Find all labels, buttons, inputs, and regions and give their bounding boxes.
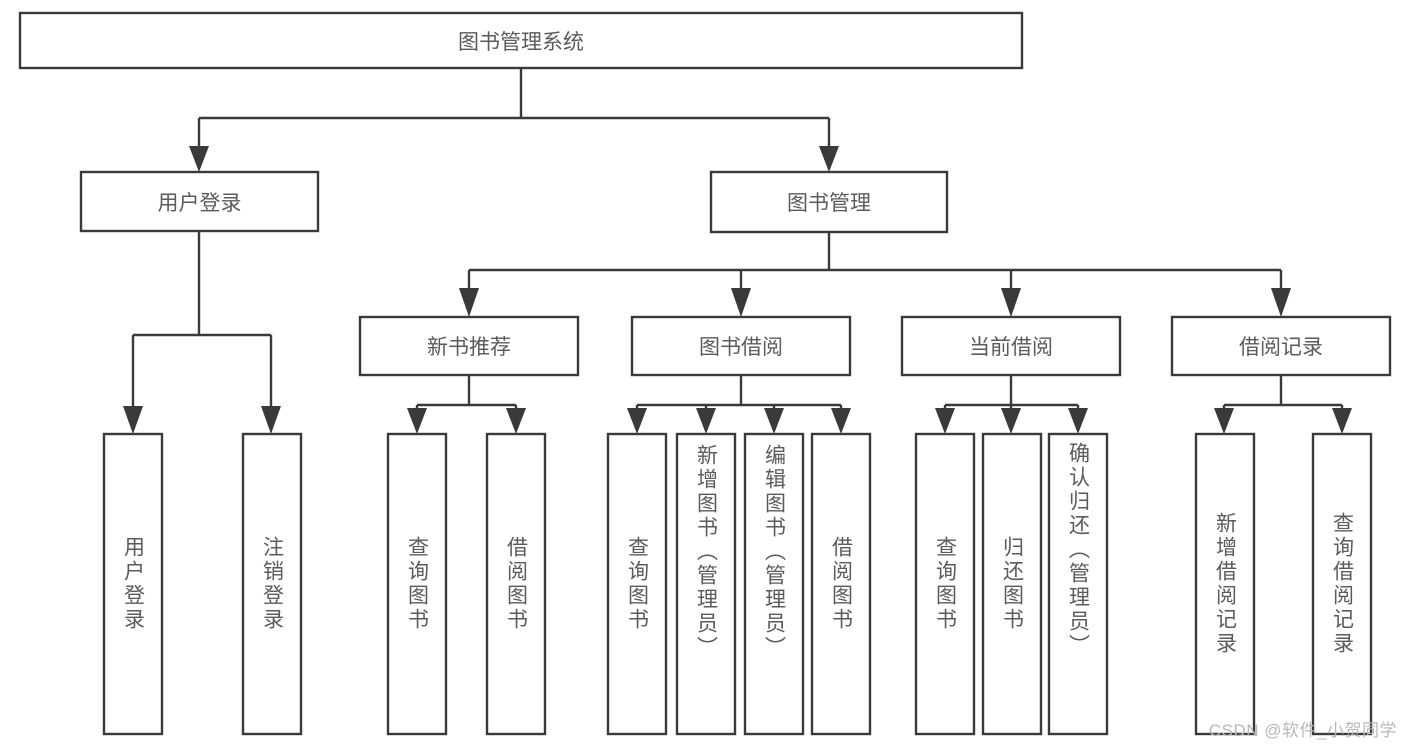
arrowhead-leaf-borrow-book-recommend	[506, 408, 526, 434]
node-box-borrow-record[interactable]	[1170, 315, 1392, 377]
node-box-root[interactable]	[18, 11, 1024, 70]
node-box-new-book-recommend[interactable]	[358, 315, 580, 377]
node-box-leaf-borrow-book-recommend[interactable]	[485, 432, 547, 736]
arrowhead-new-book-recommend	[459, 288, 479, 317]
node-box-leaf-query-book-recommend[interactable]	[386, 432, 448, 736]
csdn-watermark: CSDN @软件_小贺同学	[1208, 721, 1397, 740]
arrowhead-book-management	[819, 146, 839, 172]
connector-group-current-borrow	[935, 375, 1088, 434]
node-box-leaf-add-borrow-record[interactable]	[1194, 432, 1256, 736]
connector-group-new-book-recommend	[407, 375, 526, 434]
node-box-leaf-return-book[interactable]	[981, 432, 1043, 736]
arrowhead-leaf-query-book-borrow	[627, 408, 647, 434]
arrowhead-leaf-logout-login	[261, 406, 281, 434]
node-box-book-management[interactable]	[709, 170, 949, 234]
node-box-leaf-user-login[interactable]	[102, 432, 164, 736]
arrowhead-user-login	[189, 146, 209, 172]
arrowhead-leaf-add-book-admin	[696, 408, 716, 434]
arrowhead-leaf-query-book-recommend	[407, 408, 427, 434]
node-box-leaf-logout-login[interactable]	[241, 432, 303, 736]
connector-group-user-login	[123, 231, 281, 434]
node-box-leaf-edit-book-admin[interactable]	[743, 432, 805, 736]
arrowhead-leaf-return-book	[1001, 408, 1021, 434]
arrowhead-current-borrow	[1001, 288, 1021, 317]
arrowhead-leaf-borrow-book	[831, 408, 851, 434]
connector-group-borrow-record	[1214, 375, 1352, 434]
connector-group-book-borrow	[627, 375, 851, 434]
connector-group-book-management	[459, 232, 1291, 317]
node-box-leaf-query-borrow-record[interactable]	[1311, 432, 1373, 736]
node-box-book-borrow[interactable]	[630, 315, 852, 377]
arrowhead-borrow-record	[1271, 288, 1291, 317]
arrowhead-leaf-query-borrow-record	[1332, 408, 1352, 434]
node-box-current-borrow[interactable]	[900, 315, 1122, 377]
connector-group-root	[189, 68, 839, 172]
node-box-leaf-add-book-admin[interactable]	[675, 432, 737, 736]
arrowhead-book-borrow	[731, 288, 751, 317]
node-box-leaf-query-book-current[interactable]	[914, 432, 976, 736]
node-box-leaf-query-book-borrow[interactable]	[606, 432, 668, 736]
arrowhead-leaf-add-borrow-record	[1214, 408, 1234, 434]
node-box-leaf-confirm-return-admin[interactable]	[1047, 432, 1109, 736]
arrowhead-leaf-confirm-return-admin	[1068, 408, 1088, 434]
node-box-user-login[interactable]	[79, 170, 320, 233]
node-box-leaf-borrow-book[interactable]	[810, 432, 872, 736]
arrowhead-leaf-edit-book-admin	[764, 408, 784, 434]
arrowhead-leaf-user-login	[123, 406, 143, 434]
arrowhead-leaf-query-book-current	[935, 408, 955, 434]
